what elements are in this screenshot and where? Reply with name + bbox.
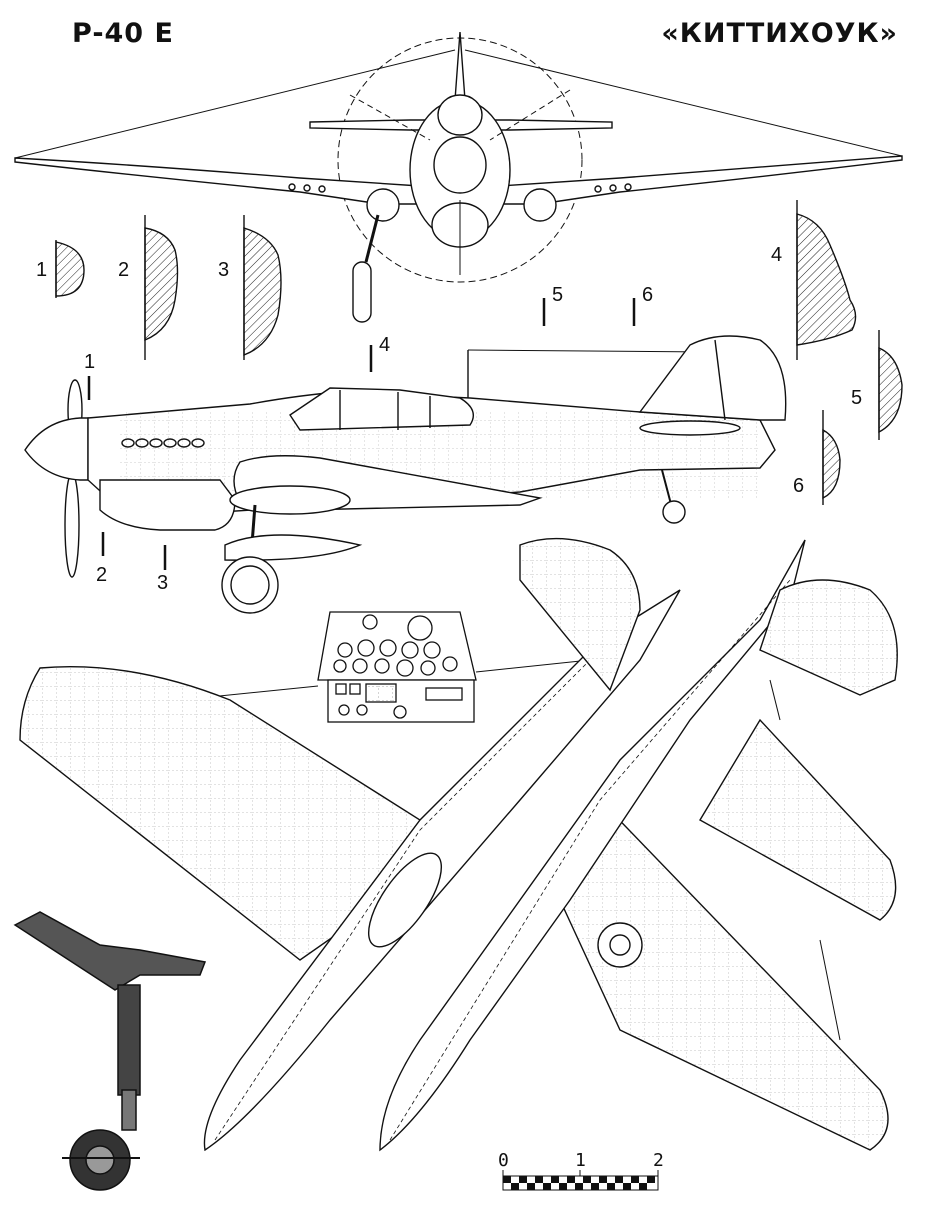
side-wing-fairing [229, 485, 351, 515]
cut-label-6: 6 [642, 284, 654, 306]
section-6-profile [822, 410, 841, 505]
front-spinner [433, 136, 487, 194]
side-gear-door [224, 534, 363, 561]
section-label-1-top: 1 [36, 259, 48, 281]
scale-label-0: 0 [498, 1150, 509, 1171]
section-4-profile [796, 200, 857, 360]
side-propeller-lower [64, 472, 80, 578]
side-stabilizer [639, 420, 741, 436]
cut-label-4: 4 [379, 334, 391, 356]
section-label-2-top: 2 [118, 259, 130, 281]
side-main-wheel [221, 556, 279, 614]
section-profiles [55, 200, 903, 570]
top-fuselage [203, 589, 681, 1152]
scale-label-1: 1 [575, 1150, 586, 1171]
aircraft-model-title: P-40 E [72, 18, 174, 49]
side-exhaust-stacks [121, 438, 205, 448]
top-cockpit [367, 852, 443, 948]
section-label-4-right: 4 [771, 244, 783, 266]
section-label-6-right: 6 [793, 475, 805, 497]
scale-bar [502, 1170, 659, 1191]
side-tail-wheel [662, 500, 686, 524]
section-5-profile [878, 330, 903, 440]
side-chin-radiator [99, 479, 236, 531]
side-spinner [24, 417, 89, 481]
cut-label-3: 3 [157, 572, 169, 594]
cut-label-5: 5 [552, 284, 564, 306]
cut-label-1: 1 [84, 351, 96, 373]
scale-label-2: 2 [653, 1150, 664, 1171]
section-label-3-top: 3 [218, 259, 230, 281]
bottom-wheel-well [597, 922, 643, 968]
side-view [24, 335, 787, 614]
wing-gun-ports [288, 183, 632, 193]
top-plan-view [19, 537, 681, 1152]
front-canopy [437, 94, 483, 136]
section-3-profile [243, 215, 282, 360]
aircraft-name-title: «КИТТИХОУК» [661, 18, 898, 49]
wing-brace-right [464, 49, 903, 157]
front-fin [454, 31, 466, 101]
front-right-wheel-fairing [523, 188, 557, 222]
side-antenna-wire [467, 349, 711, 353]
wing-brace-left [14, 49, 456, 159]
section-1-profile [55, 240, 85, 298]
instrument-panel [317, 611, 477, 723]
side-canopy [289, 387, 474, 431]
section-2-profile [144, 215, 179, 360]
section-label-5-right: 5 [851, 387, 863, 409]
bottom-plan-view [379, 539, 898, 1152]
side-fin-rudder [638, 335, 787, 421]
front-left-wheel-fairing [366, 188, 400, 222]
cut-label-2: 2 [96, 564, 108, 586]
front-left-wheel [352, 261, 372, 323]
front-view [14, 31, 903, 323]
landing-gear-detail [13, 911, 207, 1191]
